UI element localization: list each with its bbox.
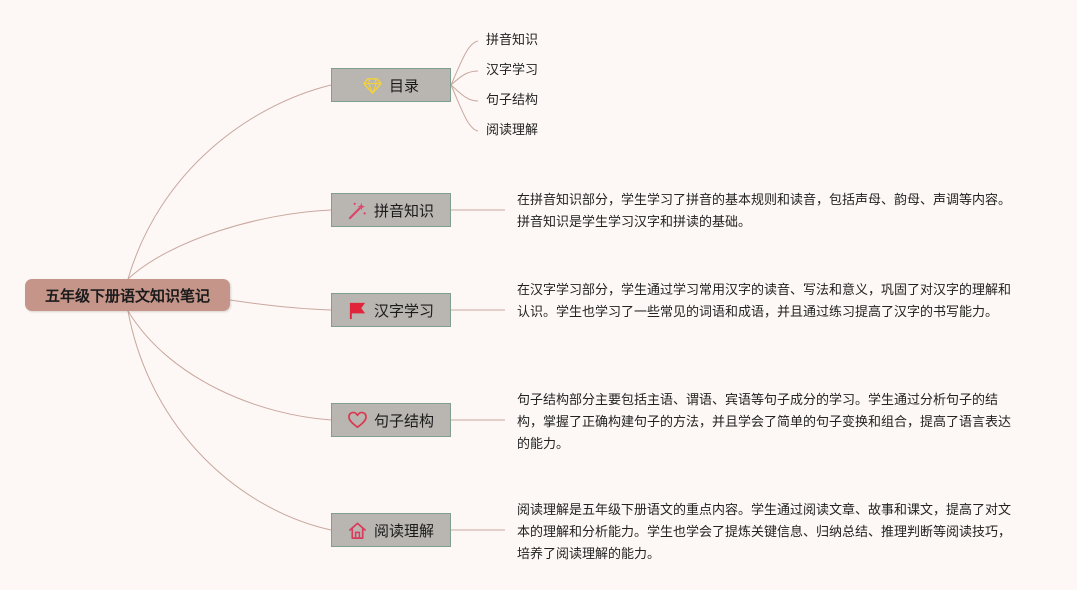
branch-label: 拼音知识 [373,201,434,220]
heart-icon [348,411,367,428]
toc-item-sentence[interactable]: 句子结构 [486,93,539,108]
connector-toc-item-1 [450,40,479,86]
connector-root-toc [127,84,332,280]
description-sentence: 句子结构部分主要包括主语、谓语、宾语等句子成分的学习。学生通过分析句子的结构，掌… [517,393,1012,452]
toc-item-pinyin[interactable]: 拼音知识 [486,33,539,48]
description-reading: 阅读理解是五年级下册语文的重点内容。学生通过阅读文章、故事和课文，提高了对文本的… [517,503,1012,562]
toc-item-hanzi[interactable]: 汉字学习 [486,63,539,78]
branch-node-reading[interactable]: 阅读理解 [331,513,451,547]
branch-node-toc[interactable]: 目录 [331,68,451,102]
branch-node-hanzi[interactable]: 汉字学习 [331,293,451,327]
description-hanzi: 在汉字学习部分，学生通过学习常用汉字的读音、写法和意义，巩固了对汉字的理解和认识… [517,283,1012,320]
root-node[interactable]: 五年级下册语文知识笔记 [25,279,230,311]
branch-label: 句子结构 [373,411,434,430]
branch-label: 阅读理解 [373,521,434,540]
diamond-icon [363,77,382,94]
flag-icon [349,302,366,319]
root-title: 五年级下册语文知识笔记 [44,286,210,305]
home-icon [349,522,366,539]
connector-root-reading [127,310,332,531]
branch-node-sentence[interactable]: 句子结构 [331,403,451,437]
connector-root-hanzi [229,299,332,311]
magic-wand-icon [348,202,366,219]
branch-node-pinyin[interactable]: 拼音知识 [331,193,451,227]
connector-root-sentence [127,310,332,421]
connector-toc-item-3 [450,84,479,102]
toc-item-reading[interactable]: 阅读理解 [486,123,539,138]
connector-root-pinyin [127,209,332,280]
connector-toc-item-4 [450,84,479,132]
branch-label: 目录 [388,76,419,95]
branch-label: 汉字学习 [373,301,434,320]
description-pinyin: 在拼音知识部分，学生学习了拼音的基本规则和读音，包括声母、韵母、声调等内容。拼音… [517,193,1012,230]
connector-toc-item-2 [450,70,479,86]
